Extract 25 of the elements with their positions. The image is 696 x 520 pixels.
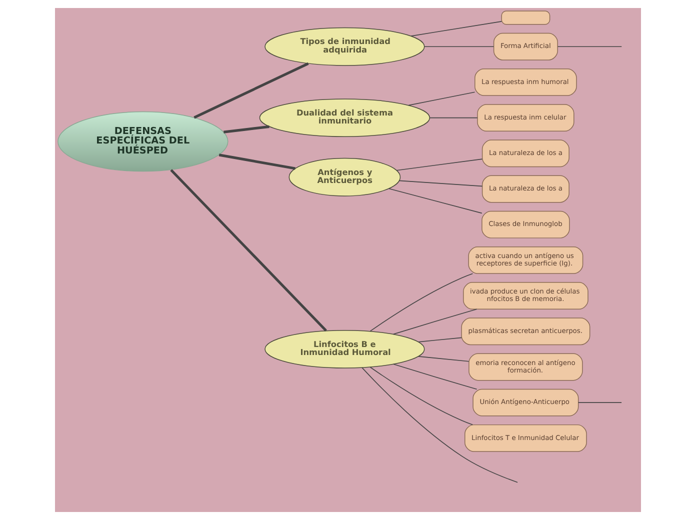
connector <box>224 125 270 134</box>
node-ellipse: Dualidad del sistema inmunitario <box>259 98 430 138</box>
connector <box>418 356 470 362</box>
connector <box>370 366 474 426</box>
connector <box>388 188 482 214</box>
connector <box>418 337 462 342</box>
node-ellipse: DEFENSAS ESPECÍFICAS DEL HUÉSPED <box>58 111 228 172</box>
connector <box>392 364 478 390</box>
connector <box>362 367 518 483</box>
connector <box>194 62 309 119</box>
node-box <box>501 10 550 25</box>
connector <box>170 169 327 332</box>
connector <box>410 21 502 36</box>
connector <box>557 46 622 48</box>
connector <box>396 158 483 171</box>
connector <box>398 180 483 187</box>
connector <box>408 92 476 106</box>
connector <box>424 46 494 48</box>
connector <box>578 402 622 403</box>
connector <box>370 273 474 332</box>
node-ellipse: Tipos de inmunidad adquirida <box>264 27 425 66</box>
node-ellipse: Linfocitos B e Inmunidad Humoral <box>264 330 425 368</box>
node-ellipse: Antígenos y Anticuerpos <box>288 158 401 196</box>
connector <box>218 154 296 170</box>
connector <box>429 117 478 118</box>
